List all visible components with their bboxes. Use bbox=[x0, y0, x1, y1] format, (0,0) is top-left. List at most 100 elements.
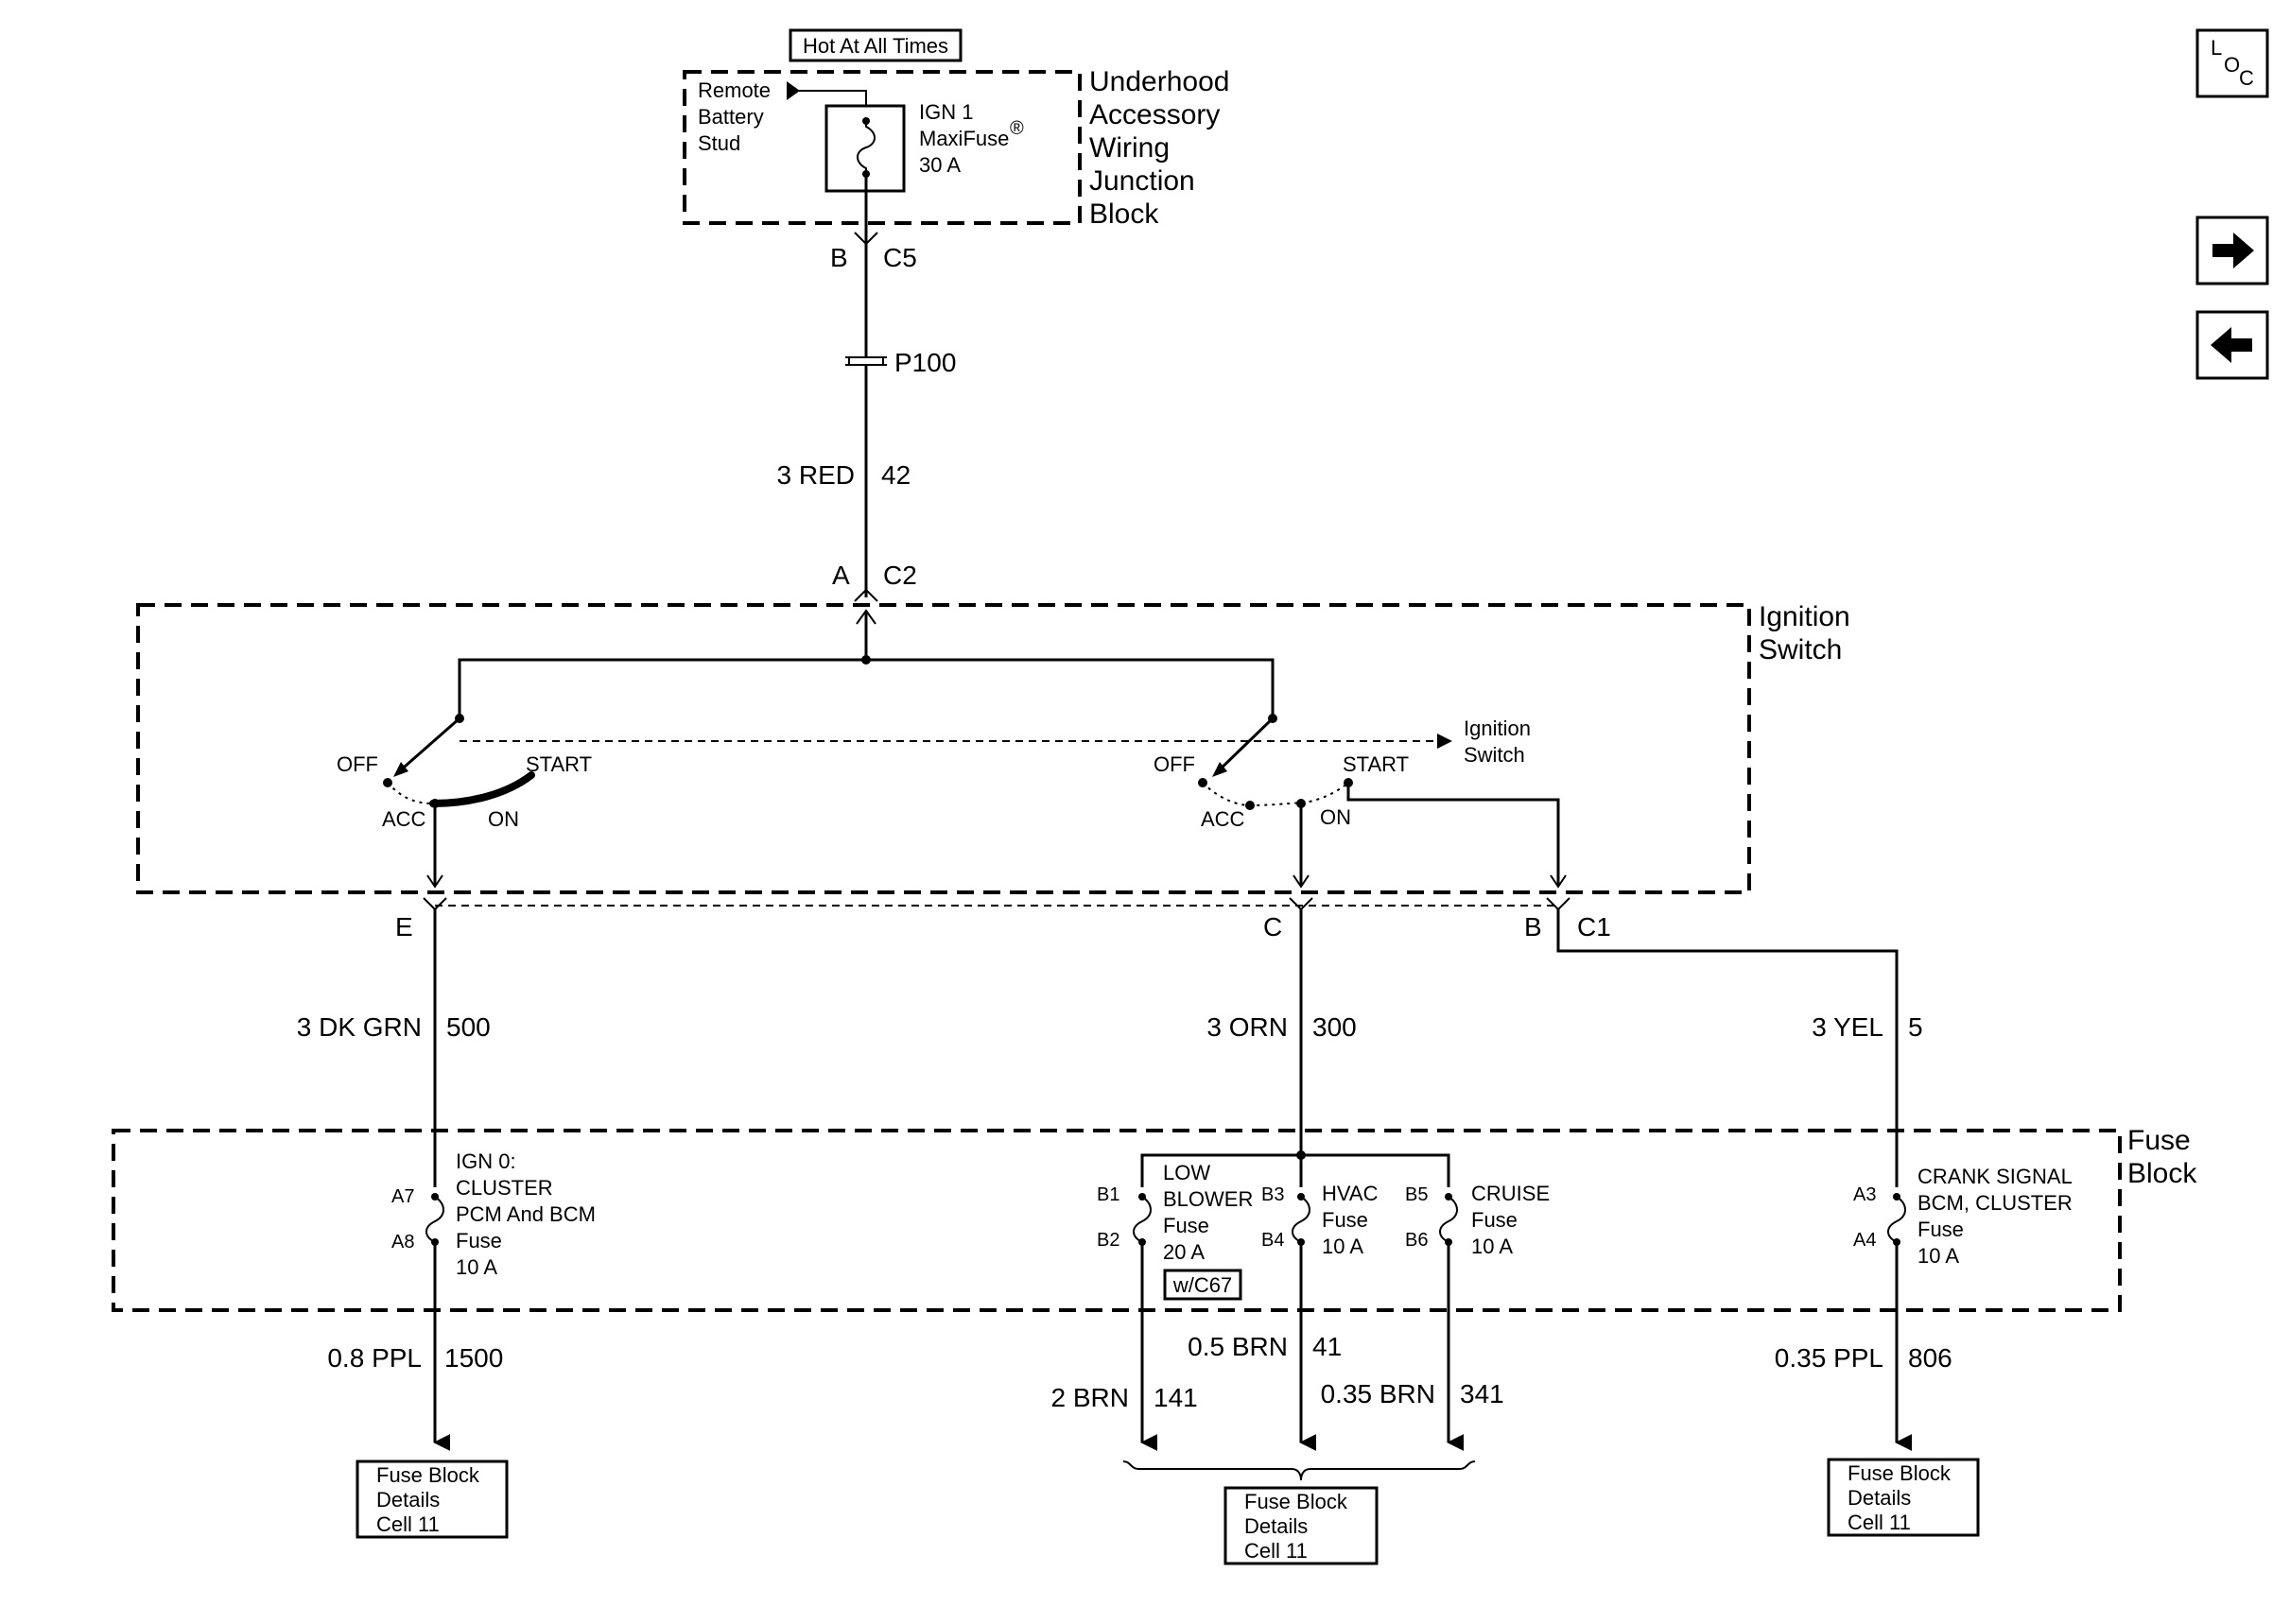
svg-text:ACC: ACC bbox=[1201, 807, 1245, 831]
svg-text:CLUSTER: CLUSTER bbox=[456, 1176, 553, 1200]
svg-text:Wiring: Wiring bbox=[1089, 132, 1170, 164]
svg-text:Details: Details bbox=[1848, 1486, 1911, 1510]
svg-text:Hot At All Times: Hot At All Times bbox=[803, 34, 948, 58]
svg-text:A: A bbox=[832, 561, 850, 590]
svg-text:Fuse Block: Fuse Block bbox=[376, 1463, 480, 1487]
wire-label-yel: 3 YEL bbox=[1812, 1012, 1883, 1042]
reference-right[interactable]: Fuse Block Details Cell 11 bbox=[1827, 1458, 1980, 1537]
svg-text:10 A: 10 A bbox=[1917, 1244, 1959, 1268]
reference-center[interactable]: Fuse Block Details Cell 11 bbox=[1223, 1486, 1379, 1565]
fuse-ign0: A7 A8 IGN 0: CLUSTER PCM And BCM Fuse 10… bbox=[391, 1149, 596, 1279]
connector-c5: B C5 bbox=[830, 232, 917, 272]
svg-text:BCM, CLUSTER: BCM, CLUSTER bbox=[1917, 1191, 2073, 1215]
svg-text:C: C bbox=[1263, 912, 1282, 942]
circuit-label-806: 806 bbox=[1908, 1343, 1952, 1373]
svg-text:A7: A7 bbox=[391, 1186, 414, 1207]
connector-c1: E C B C1 bbox=[395, 897, 1611, 942]
svg-text:A8: A8 bbox=[391, 1232, 414, 1253]
svg-text:P100: P100 bbox=[894, 348, 956, 377]
wire-label-red: 3 RED bbox=[777, 460, 855, 490]
arrow-right-icon bbox=[2212, 233, 2254, 268]
svg-text:O: O bbox=[2224, 53, 2240, 77]
svg-text:OFF: OFF bbox=[1154, 752, 1195, 776]
svg-text:CRUISE: CRUISE bbox=[1471, 1182, 1550, 1205]
svg-text:LOW: LOW bbox=[1163, 1161, 1210, 1184]
svg-text:B2: B2 bbox=[1097, 1230, 1119, 1251]
wire-label-orn: 3 ORN bbox=[1206, 1012, 1288, 1042]
svg-text:A3: A3 bbox=[1853, 1184, 1876, 1205]
svg-text:Fuse Block: Fuse Block bbox=[1244, 1490, 1348, 1513]
splice-p100: P100 bbox=[845, 348, 956, 377]
svg-text:Switch: Switch bbox=[1759, 634, 1842, 665]
svg-text:CRANK SIGNAL: CRANK SIGNAL bbox=[1917, 1165, 2073, 1188]
svg-text:Battery: Battery bbox=[698, 105, 764, 129]
svg-text:Ignition: Ignition bbox=[1464, 717, 1531, 740]
svg-text:20 A: 20 A bbox=[1163, 1240, 1205, 1264]
circuit-label-42: 42 bbox=[881, 460, 911, 490]
svg-text:ON: ON bbox=[1320, 805, 1351, 829]
svg-text:IGN 1: IGN 1 bbox=[919, 100, 973, 124]
svg-text:30 A: 30 A bbox=[919, 153, 961, 177]
circuit-label-300: 300 bbox=[1312, 1012, 1357, 1042]
ignition-switch-left: OFF START ACC ON bbox=[337, 714, 592, 889]
svg-text:10 A: 10 A bbox=[456, 1255, 497, 1279]
circuit-label-341: 341 bbox=[1460, 1379, 1504, 1408]
fuse-cruise: B5 B6 CRUISE Fuse 10 A bbox=[1405, 1182, 1550, 1258]
svg-text:START: START bbox=[526, 752, 592, 776]
svg-text:Accessory: Accessory bbox=[1089, 99, 1220, 130]
loc-button[interactable]: L O C bbox=[2195, 28, 2269, 98]
svg-text:Switch: Switch bbox=[1464, 743, 1525, 767]
svg-text:Fuse Block: Fuse Block bbox=[1848, 1461, 1952, 1485]
fuse-crank-signal: A3 A4 CRANK SIGNAL BCM, CLUSTER Fuse 10 … bbox=[1853, 1165, 2073, 1268]
svg-text:OFF: OFF bbox=[337, 752, 378, 776]
svg-text:10 A: 10 A bbox=[1322, 1235, 1363, 1258]
ign1-maxifuse bbox=[824, 104, 906, 193]
hot-at-all-times-label: Hot At All Times bbox=[789, 28, 963, 62]
svg-text:ACC: ACC bbox=[382, 807, 426, 831]
wire-label-brn-2: 2 BRN bbox=[1051, 1383, 1129, 1412]
svg-text:Fuse: Fuse bbox=[1917, 1218, 1964, 1241]
circuit-label-41: 41 bbox=[1312, 1332, 1342, 1361]
fuse-block: Fuse Block A7 A8 IGN 0: CLUSTER PCM And … bbox=[112, 1125, 2197, 1312]
option-badge-w-c67: w/C67 bbox=[1172, 1273, 1232, 1297]
svg-text:B3: B3 bbox=[1261, 1184, 1284, 1205]
wire-label-brn-05: 0.5 BRN bbox=[1188, 1332, 1288, 1361]
svg-text:Fuse: Fuse bbox=[2127, 1125, 2191, 1156]
svg-text:Stud: Stud bbox=[698, 131, 740, 155]
svg-text:MaxiFuse: MaxiFuse bbox=[919, 127, 1009, 150]
svg-text:C1: C1 bbox=[1577, 912, 1611, 942]
reference-left[interactable]: Fuse Block Details Cell 11 bbox=[356, 1460, 509, 1539]
circuit-label-500: 500 bbox=[446, 1012, 491, 1042]
wire-label-ppl-035: 0.35 PPL bbox=[1775, 1343, 1883, 1373]
svg-text:Block: Block bbox=[1089, 199, 1159, 230]
svg-text:B6: B6 bbox=[1405, 1230, 1428, 1251]
svg-text:Cell 11: Cell 11 bbox=[1244, 1539, 1308, 1563]
back-button[interactable] bbox=[2195, 310, 2269, 380]
svg-text:Junction: Junction bbox=[1089, 165, 1195, 197]
connector-c2: A C2 bbox=[832, 561, 917, 602]
svg-text:Block: Block bbox=[2127, 1158, 2197, 1189]
svg-text:10 A: 10 A bbox=[1471, 1235, 1513, 1258]
svg-text:A4: A4 bbox=[1853, 1230, 1876, 1251]
svg-text:IGN 0:: IGN 0: bbox=[456, 1149, 516, 1173]
arrow-left-icon bbox=[2211, 327, 2252, 363]
svg-text:Cell 11: Cell 11 bbox=[376, 1512, 440, 1536]
junction-block-title: Underhood Accessory Wiring Junction Bloc… bbox=[1089, 66, 1229, 230]
svg-text:B: B bbox=[1524, 912, 1542, 942]
circuit-label-141: 141 bbox=[1154, 1383, 1198, 1412]
svg-text:BLOWER: BLOWER bbox=[1163, 1187, 1253, 1211]
svg-text:START: START bbox=[1343, 752, 1409, 776]
svg-text:HVAC: HVAC bbox=[1322, 1182, 1379, 1205]
group-brace bbox=[1122, 1460, 1476, 1481]
svg-text:B1: B1 bbox=[1097, 1184, 1119, 1205]
circuit-label-5: 5 bbox=[1908, 1012, 1923, 1042]
svg-text:B: B bbox=[830, 243, 848, 272]
svg-text:Fuse: Fuse bbox=[1163, 1214, 1209, 1237]
svg-text:B4: B4 bbox=[1261, 1230, 1284, 1251]
fuse-low-blower: B1 B2 LOW BLOWER Fuse 20 A w/C67 bbox=[1097, 1161, 1253, 1301]
wire-label-brn-035: 0.35 BRN bbox=[1321, 1379, 1435, 1408]
forward-button[interactable] bbox=[2195, 216, 2269, 285]
svg-text:Details: Details bbox=[1244, 1514, 1308, 1538]
svg-text:L: L bbox=[2211, 36, 2222, 60]
